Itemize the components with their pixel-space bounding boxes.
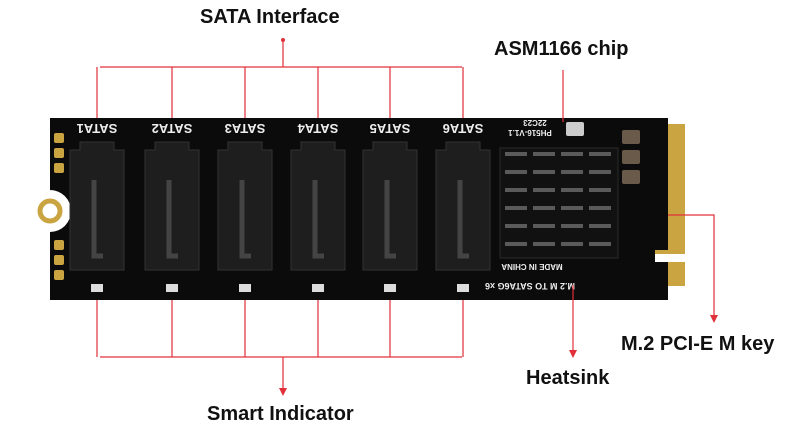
sata-port-6	[435, 141, 491, 271]
leader-dot	[281, 38, 285, 42]
heatsink-fin	[561, 224, 583, 228]
sata-port-key	[457, 180, 469, 259]
led-indicator	[384, 284, 396, 292]
led-indicator	[457, 284, 469, 292]
heatsink-fin	[561, 152, 583, 156]
sata-port-key	[239, 180, 251, 259]
led-indicator	[239, 284, 251, 292]
heatsink-fin	[533, 188, 555, 192]
pin-pad	[54, 148, 64, 158]
pin-pad	[54, 240, 64, 250]
arrow-icon	[710, 315, 718, 323]
sata-port-5	[362, 141, 418, 271]
port-label: SATA3	[225, 121, 266, 136]
label-heatsink: Heatsink	[526, 367, 610, 389]
sata-port-key	[384, 180, 396, 259]
heatsink-fin	[589, 152, 611, 156]
board-made-in: MADE IN CHINA	[501, 262, 563, 271]
led-indicator	[166, 284, 178, 292]
pin-pad	[54, 133, 64, 143]
board-date-code: 22C23	[523, 118, 547, 127]
sata-port-2	[144, 141, 200, 271]
pin-pad	[54, 270, 64, 280]
crystal	[566, 122, 584, 136]
heatsink-fin	[589, 242, 611, 246]
heatsink-fin	[533, 170, 555, 174]
port-label: SATA5	[370, 121, 411, 136]
capacitor	[622, 150, 640, 164]
led-indicator	[91, 284, 103, 292]
port-label: SATA6	[443, 121, 484, 136]
heatsink-fin	[589, 188, 611, 192]
sata-port-1	[69, 141, 125, 271]
sata-port-key	[312, 180, 324, 259]
heatsink-fin	[561, 206, 583, 210]
heatsink-fin	[561, 188, 583, 192]
label-smart-indicator: Smart Indicator	[207, 403, 354, 425]
led-indicator	[312, 284, 324, 292]
arrow-icon	[279, 388, 287, 396]
heatsink	[499, 147, 619, 259]
heatsink-fin	[589, 206, 611, 210]
leader-sata-interface	[100, 40, 462, 68]
heatsink-fin	[505, 188, 527, 192]
label-asm1166-chip: ASM1166 chip	[494, 38, 629, 60]
port-label: SATA1	[77, 121, 118, 136]
sata-port-key	[91, 180, 103, 259]
sata-port-4	[290, 141, 346, 271]
arrow-icon	[569, 350, 577, 358]
heatsink-fin	[505, 242, 527, 246]
port-label: SATA2	[152, 121, 193, 136]
capacitor	[622, 130, 640, 144]
port-label: SATA4	[297, 121, 338, 136]
sata-port-key	[166, 180, 178, 259]
heatsink-fin	[561, 242, 583, 246]
label-m2-key: M.2 PCI-E M key	[621, 333, 775, 355]
capacitor	[622, 170, 640, 184]
board-model: M.2 M TO SATA6G x6	[485, 281, 575, 291]
heatsink-fin	[505, 206, 527, 210]
mount-hole	[37, 198, 63, 224]
leader-m2	[668, 214, 715, 318]
heatsink-fin	[533, 224, 555, 228]
heatsink-fin	[589, 170, 611, 174]
heatsink-fin	[533, 152, 555, 156]
leader-smart-indicator	[100, 356, 462, 390]
heatsink-fin	[505, 224, 527, 228]
label-sata-interface: SATA Interface	[200, 6, 340, 28]
heatsink-fin	[505, 152, 527, 156]
heatsink-fin	[533, 206, 555, 210]
pin-pad	[54, 255, 64, 265]
heatsink-fin	[505, 170, 527, 174]
board-version: PH516-V1.1	[508, 128, 552, 137]
pin-pad	[54, 163, 64, 173]
heatsink-fin	[561, 170, 583, 174]
heatsink-fin	[533, 242, 555, 246]
sata-port-3	[217, 141, 273, 271]
heatsink-fin	[589, 224, 611, 228]
